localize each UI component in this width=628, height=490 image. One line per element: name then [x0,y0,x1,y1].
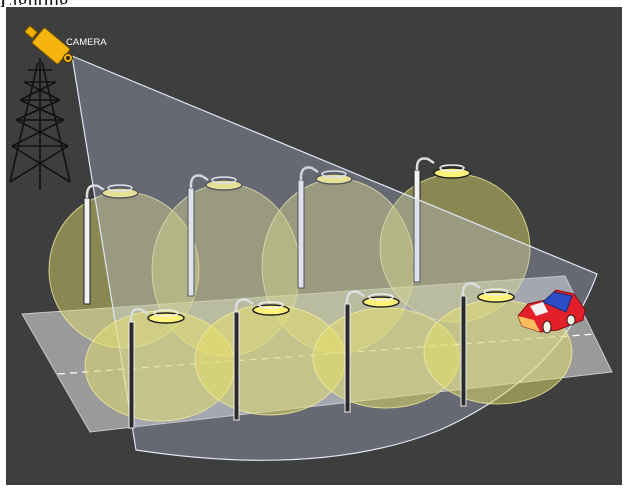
red-car-icon [517,289,586,334]
street-lamp-icon [413,157,471,283]
street-lamp-icon [344,290,400,413]
street-lamp-icon [460,282,515,407]
street-lamp-icon [83,184,139,305]
street-lamp-icon [297,166,353,289]
transmission-tower-icon [9,58,71,190]
front-row-street-lamps [128,282,515,429]
cctv-camera-icon [24,25,73,65]
street-lamp-icon [187,174,243,297]
street-lamp-icon [128,308,185,429]
camera-label: CAMERA [66,37,107,48]
street-lamp-icon [233,298,290,421]
back-row-street-lamps [83,157,471,305]
